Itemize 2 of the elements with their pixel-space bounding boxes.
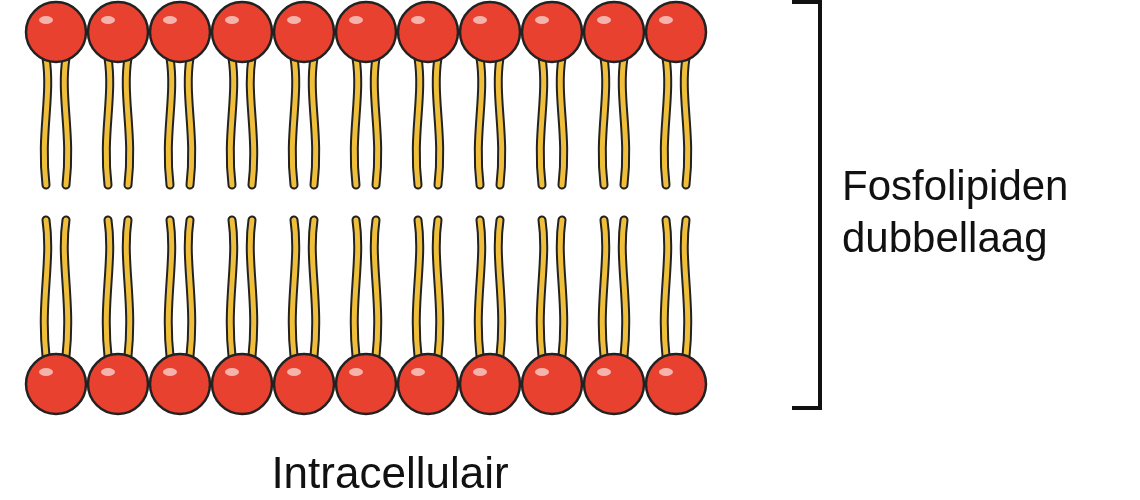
layer-label: Fosfolipiden dubbellaag [842, 161, 1070, 263]
region-label: Intracellulair [270, 448, 510, 498]
